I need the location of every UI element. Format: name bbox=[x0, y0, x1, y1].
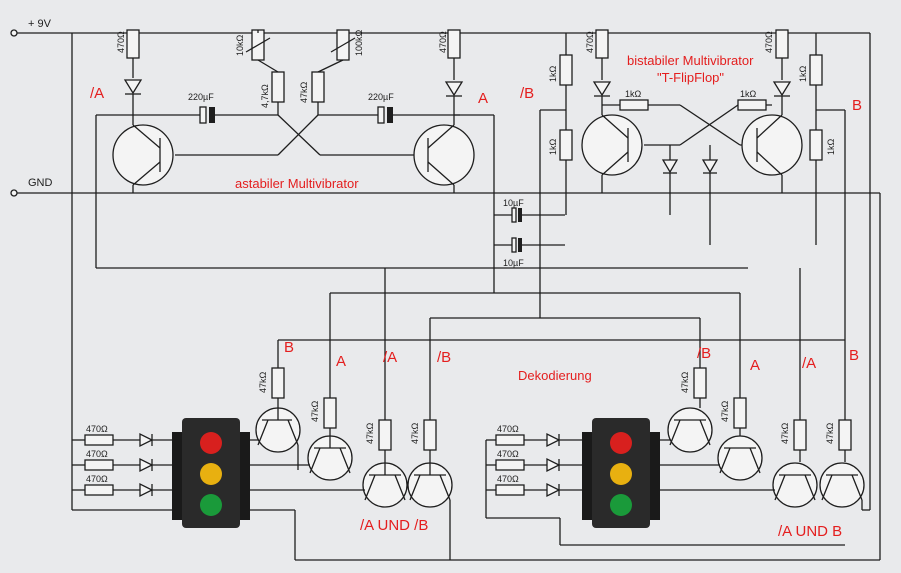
label-1k-right-top: 1kΩ bbox=[798, 65, 808, 82]
astable-multivibrator: 470Ω 220µF 10kΩ 4,7kΩ 100kΩ 47kΩ bbox=[90, 29, 495, 293]
title-astable: astabiler Multivibrator bbox=[235, 176, 359, 191]
label-1k-cross-right: 1kΩ bbox=[740, 89, 757, 99]
label-notB-right: /B bbox=[697, 345, 711, 362]
label-10uf-bottom: 10µF bbox=[503, 258, 524, 268]
label-47k-left-A: 47kΩ bbox=[310, 400, 320, 422]
label-470-right-row3: 470Ω bbox=[497, 474, 519, 484]
label-B-right: B bbox=[849, 347, 859, 364]
label-notB-left: /B bbox=[437, 349, 451, 366]
label-1k-cross-left: 1kΩ bbox=[625, 89, 642, 99]
label-10k: 10kΩ bbox=[235, 34, 245, 56]
yellow-light-right bbox=[610, 463, 632, 485]
traffic-light-left bbox=[172, 418, 250, 528]
label-notA-left: /A bbox=[383, 349, 397, 366]
label-1k-right-bottom: 1kΩ bbox=[826, 138, 836, 155]
label-47k-astable: 47kΩ bbox=[299, 81, 309, 103]
label-47k-right-notB: 47kΩ bbox=[680, 371, 690, 393]
rail-gnd-label: GND bbox=[28, 177, 53, 189]
label-B-left: B bbox=[284, 339, 294, 356]
green-light-right bbox=[610, 494, 632, 516]
label-47k-right-notA: 47kΩ bbox=[780, 422, 790, 444]
title-bistable-1: bistabiler Multivibrator bbox=[627, 53, 754, 68]
label-1k-left-top: 1kΩ bbox=[548, 65, 558, 82]
label-A-left: A bbox=[336, 353, 346, 370]
traffic-light-right bbox=[582, 418, 660, 528]
label-220uf-left: 220µF bbox=[188, 92, 214, 102]
label-47k-left-notB: 47kΩ bbox=[410, 422, 420, 444]
decoder-right: 47kΩ /B 47kΩ A 47kΩ /A 47kΩ B /A U bbox=[485, 268, 870, 546]
label-B-bistable: B bbox=[852, 97, 862, 114]
red-light-left bbox=[200, 432, 222, 454]
label-10uf-top: 10µF bbox=[503, 198, 524, 208]
label-470-left-row2: 470Ω bbox=[86, 449, 108, 459]
label-470-bistable-right: 470Ω bbox=[764, 31, 774, 53]
label-notB-bistable: /B bbox=[520, 85, 534, 102]
rail-plus-label: + 9V bbox=[28, 18, 52, 30]
label-notA-right: /A bbox=[802, 355, 816, 372]
label-47k-right-A: 47kΩ bbox=[720, 400, 730, 422]
yellow-light-left bbox=[200, 463, 222, 485]
title-and-left: /A UND /B bbox=[360, 517, 428, 534]
label-notA-astable: /A bbox=[90, 85, 104, 102]
label-4k7-left: 4,7kΩ bbox=[260, 84, 270, 108]
green-light-left bbox=[200, 494, 222, 516]
label-A-right: A bbox=[750, 357, 760, 374]
label-470-led-a-left: 470Ω bbox=[116, 31, 126, 53]
label-470-left-row1: 470Ω bbox=[86, 424, 108, 434]
red-light-right bbox=[610, 432, 632, 454]
label-100k: 100kΩ bbox=[354, 29, 364, 56]
label-470-right-row2: 470Ω bbox=[497, 449, 519, 459]
label-1k-left-bottom: 1kΩ bbox=[548, 138, 558, 155]
label-470-bistable-left: 470Ω bbox=[585, 31, 595, 53]
label-220uf-right: 220µF bbox=[368, 92, 394, 102]
label-A-astable: A bbox=[478, 90, 488, 107]
signal-buses bbox=[71, 33, 881, 561]
bistable-multivibrator: 1kΩ 1kΩ 470Ω 1kΩ 1kΩ bbox=[520, 29, 862, 340]
title-bistable-2: "T-FlipFlop" bbox=[657, 70, 724, 85]
title-and-right: /A UND B bbox=[778, 523, 842, 540]
label-47k-left-B: 47kΩ bbox=[258, 371, 268, 393]
label-470-right-row1: 470Ω bbox=[497, 424, 519, 434]
label-470-left-row3: 470Ω bbox=[86, 474, 108, 484]
coupling-capacitors: 10µF 10µF bbox=[494, 198, 565, 268]
label-47k-left-notA: 47kΩ bbox=[365, 422, 375, 444]
decoder-left: 47kΩ B 47kΩ A 47kΩ /A 47kΩ /B bbox=[72, 268, 453, 560]
label-47k-right-B: 47kΩ bbox=[825, 422, 835, 444]
rails: + 9V GND bbox=[10, 18, 880, 197]
label-470-led-a-right: 470Ω bbox=[438, 31, 448, 53]
title-decode: Dekodierung bbox=[518, 368, 592, 383]
